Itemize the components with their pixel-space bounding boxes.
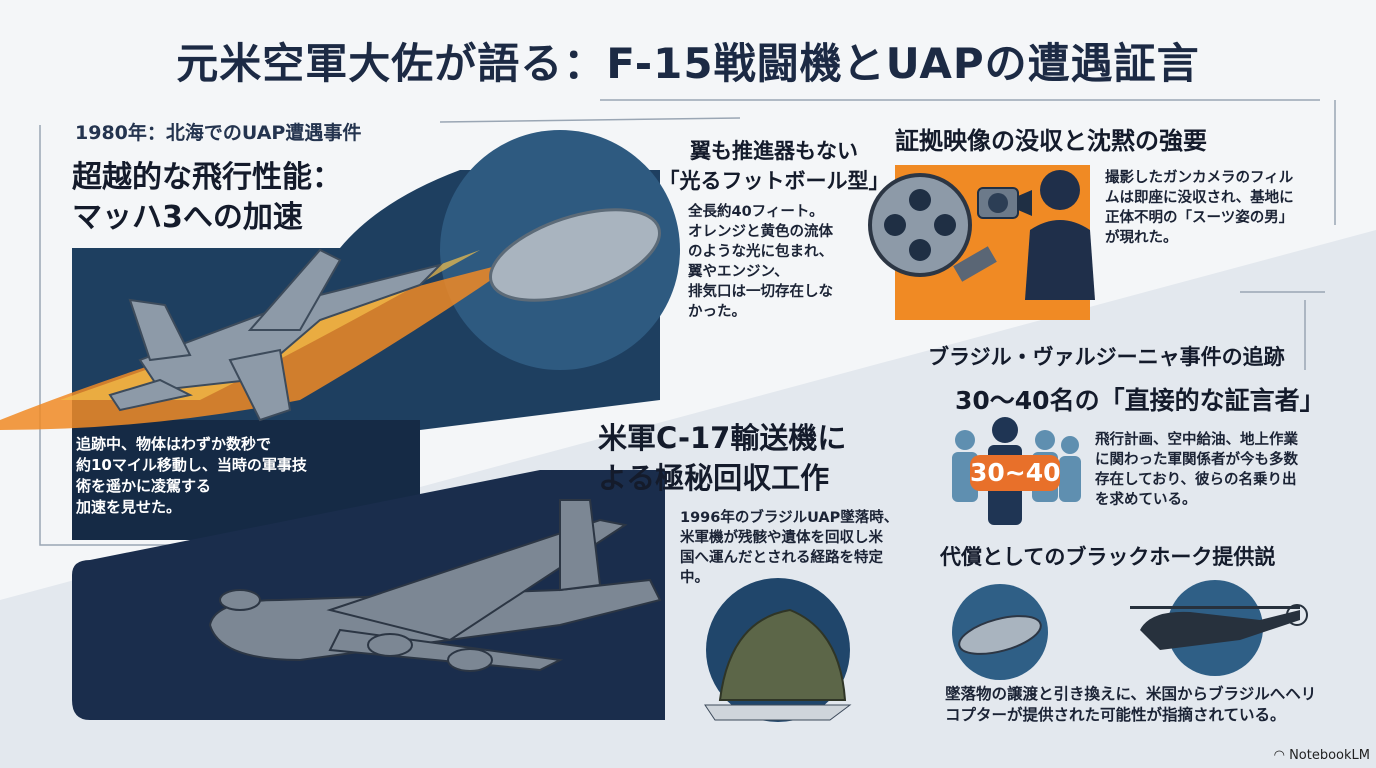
text-line: に関わった軍関係者が今も多数 <box>1095 452 1298 468</box>
section2-heading-line2: 「光るフットボール型」 <box>658 169 890 193</box>
suit-man-silhouette-icon <box>1025 170 1095 300</box>
text-line: 中。 <box>680 570 709 586</box>
count-badge-bg <box>970 455 1060 491</box>
text-line: かった。 <box>688 304 746 320</box>
text-line: 1996年のブラジルUAP墜落時、 <box>680 510 899 526</box>
section1-heading-line2: マッハ3への加速 <box>72 200 303 235</box>
text-line: 追跡中、物体はわずか数秒で <box>76 435 272 453</box>
frame-line-top <box>439 117 741 123</box>
text-line: 撮影したガンカメラのフィル <box>1105 170 1294 186</box>
text-line: オレンジと黄色の流体 <box>688 224 833 240</box>
text-line: 国へ運んだとされる経路を特定 <box>680 550 883 566</box>
film-reel-icon <box>868 173 997 282</box>
text-line: 米軍機が残骸や遺体を回収し米 <box>680 530 883 546</box>
section1-label: 1980年：北海でのUAP遭遇事件 <box>75 122 362 144</box>
section4-heading: 米軍C-17輸送機に よる極秘回収工作 <box>598 418 846 498</box>
section1-heading: 超越的な飛行性能： マッハ3への加速 <box>72 158 342 238</box>
text-line: ムは即座に没収され、基地に <box>1105 190 1294 206</box>
section6-body: 墜落物の譲渡と引き換えに、米国からブラジルへヘリ コプターが提供された可能性が指… <box>945 684 1316 726</box>
text-line: 正体不明の「スーツ姿の男」 <box>1105 210 1294 226</box>
section3-heading: 証拠映像の没収と沈黙の強要 <box>895 127 1207 155</box>
section1-heading-line1: 超越的な飛行性能： <box>72 160 342 195</box>
cargo-ramp <box>704 704 852 721</box>
text-line: 飛行計画、空中給油、地上作業 <box>1095 432 1298 448</box>
section4-heading-line1: 米軍C-17輸送機に <box>598 421 847 455</box>
section2-heading-line1: 翼も推進器もない <box>690 139 858 163</box>
text-line: 翼やエンジン、 <box>688 264 789 280</box>
jet-panel-text-area <box>72 420 420 540</box>
ufo-football-shape <box>488 208 662 302</box>
section5-body: 飛行計画、空中給油、地上作業 に関わった軍関係者が今も多数 存在しており、彼らの… <box>1095 430 1298 510</box>
text-line: が現れた。 <box>1105 230 1178 246</box>
section3-body: 撮影したガンカメラのフィル ムは即座に没収され、基地に 正体不明の「スーツ姿の男… <box>1105 168 1294 248</box>
section4-body: 1996年のブラジルUAP墜落時、 米軍機が残骸や遺体を回収し米 国へ運んだとさ… <box>680 508 898 588</box>
f15-jet-icon <box>108 248 444 422</box>
notebooklm-icon: ◠ <box>1273 748 1290 763</box>
section2-heading: 翼も推進器もない 「光るフットボール型」 <box>656 136 892 196</box>
text-line: 加速を見せた。 <box>76 498 182 516</box>
brand-text: NotebookLM <box>1289 748 1370 763</box>
text-line: のような光に包まれ、 <box>688 244 834 260</box>
section6-heading: 代償としてのブラックホーク提供説 <box>940 545 1276 569</box>
witness-count-badge: 30~40 <box>970 458 1061 487</box>
section5-label: ブラジル・ヴァルジーニャ事件の追跡 <box>928 345 1285 369</box>
c17-aircraft-icon <box>208 499 662 672</box>
video-camera-icon <box>977 187 1032 219</box>
text-line: 術を遥かに凌駕する <box>76 477 212 495</box>
text-line: 全長約40フィート。 <box>688 204 824 220</box>
text-line: 排気口は一切存在しな <box>688 284 833 300</box>
section2-body: 全長約40フィート。 オレンジと黄色の流体 のような光に包まれ、 翼やエンジン、… <box>688 202 833 322</box>
blackhawk-helicopter-icon <box>1130 604 1308 650</box>
text-line: 存在しており、彼らの名乗り出 <box>1095 472 1297 488</box>
section4-heading-line2: よる極秘回収工作 <box>598 461 830 495</box>
text-line: を求めている。 <box>1095 492 1197 508</box>
section1-body: 追跡中、物体はわずか数秒で 約10マイル移動し、当時の軍事技 術を遥かに凌駕する… <box>76 434 307 518</box>
covered-debris-icon <box>718 608 847 701</box>
section5-heading: 30〜40名の「直接的な証言者」 <box>955 386 1325 415</box>
text-line: 約10マイル移動し、当時の軍事技 <box>76 456 307 474</box>
notebooklm-logo: ◠ NotebookLM <box>1274 748 1370 763</box>
crashed-ufo-icon <box>958 615 1042 655</box>
text-line: 墜落物の譲渡と引き換えに、米国からブラジルへヘリ <box>945 685 1317 703</box>
text-line: コプターが提供された可能性が指摘されている。 <box>945 706 1286 724</box>
page-title: 元米空軍大佐が語る：F-15戦闘機とUAPの遭遇証言 <box>176 39 1200 88</box>
